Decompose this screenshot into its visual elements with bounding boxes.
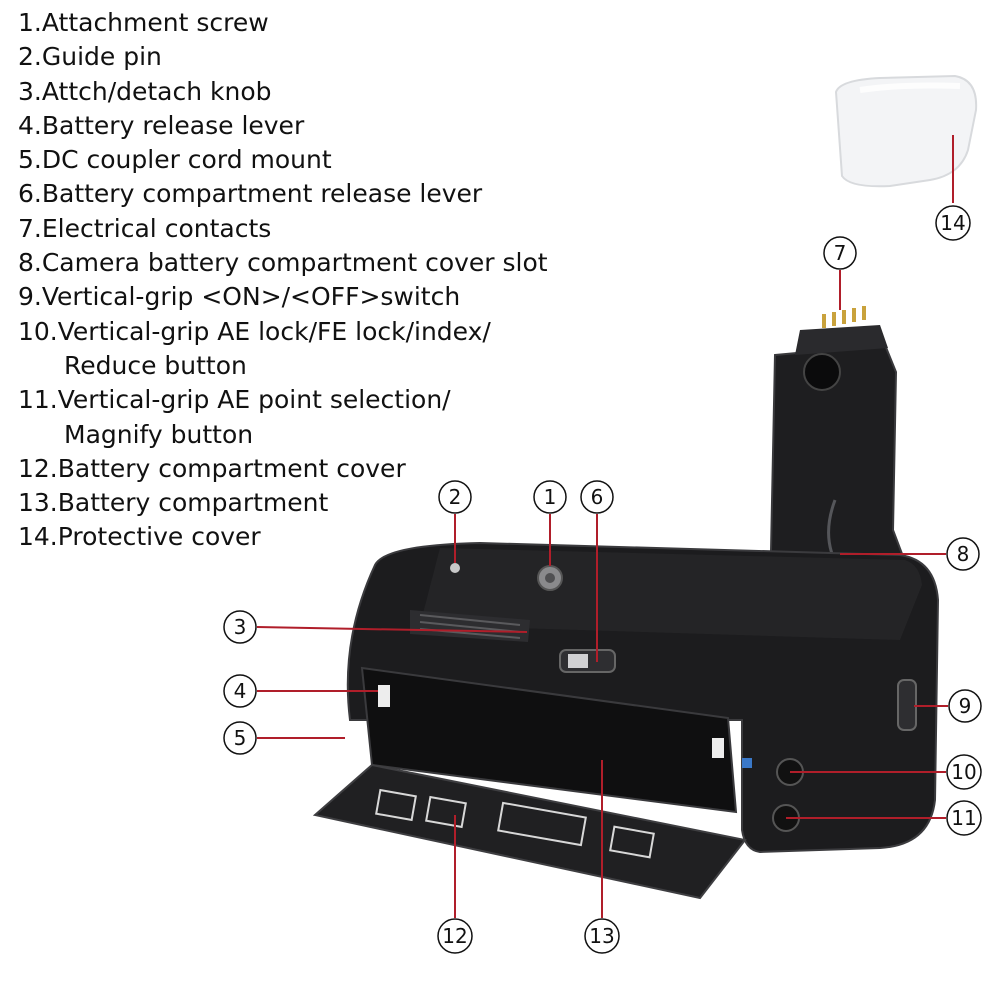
callout-14: 14: [935, 205, 971, 241]
callout-10: 10: [946, 754, 982, 790]
legend-list: 1.Attachment screw 2.Guide pin 3.Attch/d…: [18, 6, 548, 555]
legend-item-1: 1.Attachment screw: [18, 8, 269, 37]
screw-center: [545, 573, 555, 583]
legend-item-3: 3.Attch/detach knob: [18, 76, 272, 106]
callout-4: 4: [223, 674, 257, 708]
callout-1: 1: [533, 480, 567, 514]
svg-text:5: 5: [234, 726, 247, 750]
legend-item-13: 13.Battery compartment: [18, 488, 329, 518]
callout-2: 2: [438, 480, 472, 514]
release-lever-highlight: [568, 654, 588, 668]
legend-item-10: 10.Vertical-grip AE lock/FE lock/index/R…: [18, 316, 491, 380]
callout-7: 7: [823, 236, 857, 270]
on-off-switch-image: [897, 679, 917, 731]
svg-text:10: 10: [951, 760, 976, 784]
svg-text:2: 2: [449, 485, 462, 509]
svg-text:4: 4: [234, 679, 247, 703]
index-icon: [742, 758, 752, 768]
legend-item-8: 8.Camera battery compartment cover slot: [18, 248, 548, 278]
callout-6: 6: [580, 480, 614, 514]
legend-item-2: 2.Guide pin: [18, 42, 162, 72]
guide-pin-image: [450, 563, 460, 573]
svg-text:12: 12: [442, 924, 467, 948]
callout-3: 3: [223, 610, 257, 644]
legend-item-7: 7.Electrical contacts: [18, 213, 272, 243]
callout-5: 5: [223, 721, 257, 755]
leader-line-3: [256, 626, 528, 633]
legend-item-11: 11.Vertical-grip AE point selection/Magn…: [18, 385, 451, 449]
electrical-contacts-image: [822, 306, 866, 328]
battery-release-lever-image: [378, 685, 390, 707]
leader-lines: [256, 135, 954, 918]
legend-item-5: 5.DC coupler cord mount: [18, 145, 332, 175]
right-battery-latch: [712, 738, 724, 758]
battery-cover-image: [312, 763, 747, 900]
legend-item-12: 12.Battery compartment cover: [18, 453, 406, 483]
svg-text:3: 3: [234, 615, 247, 639]
legend-item-6: 6.Battery compartment release lever: [18, 179, 483, 209]
svg-text:9: 9: [959, 694, 972, 718]
svg-text:1: 1: [544, 485, 557, 509]
svg-text:7: 7: [834, 241, 847, 265]
callout-8: 8: [946, 537, 980, 571]
svg-text:8: 8: [957, 542, 970, 566]
callouts: 1 2 3 4 5 6 7 8 9 10 11 12 13 14: [223, 205, 982, 954]
callout-13: 13: [584, 918, 620, 954]
svg-text:6: 6: [591, 485, 604, 509]
legend-item-14: 14.Protective cover: [18, 522, 261, 552]
cover-highlight: [859, 82, 961, 93]
cover-battery-icons: [375, 788, 655, 859]
callout-12: 12: [437, 918, 473, 954]
grip-top: [795, 325, 888, 355]
callout-9: 9: [948, 689, 982, 723]
svg-text:13: 13: [589, 924, 614, 948]
grip-hole: [803, 353, 841, 391]
battery-compartment-image: [360, 666, 738, 814]
legend-item-4: 4.Battery release lever: [18, 110, 305, 140]
svg-text:14: 14: [940, 211, 965, 235]
svg-text:11: 11: [951, 806, 976, 830]
protective-cover-image: [834, 74, 978, 188]
callout-11: 11: [946, 800, 982, 836]
legend-item-9: 9.Vertical-grip <ON>/<OFF>switch: [18, 282, 461, 312]
